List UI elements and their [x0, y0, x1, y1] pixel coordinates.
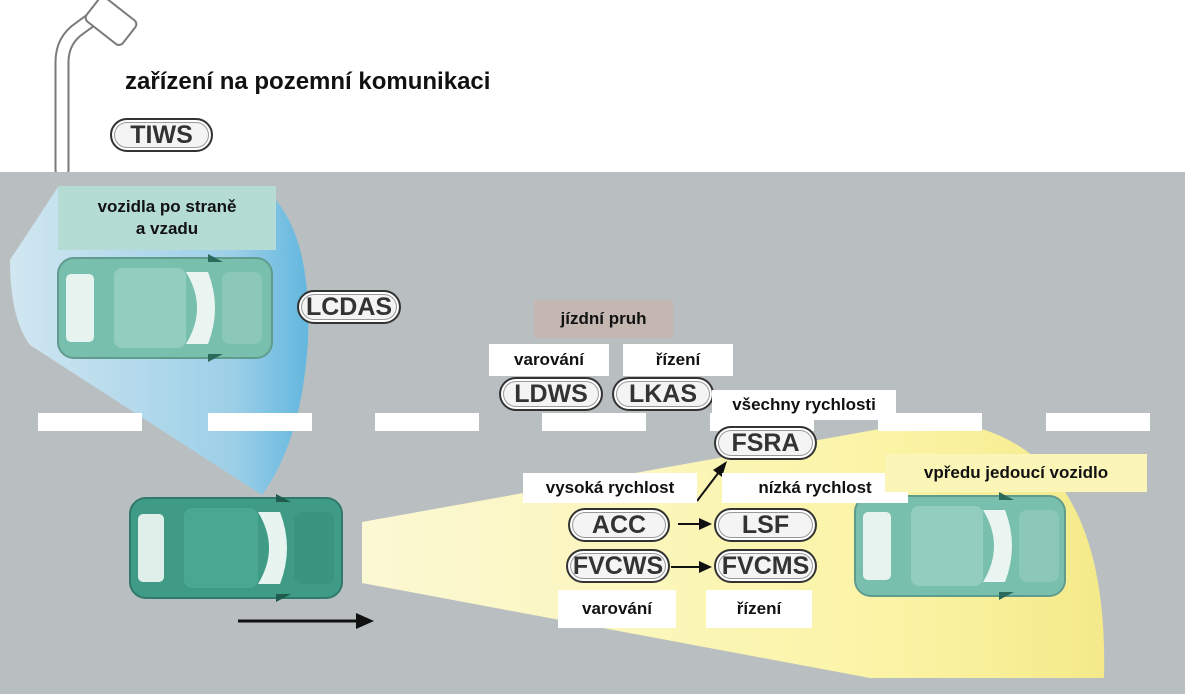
fvcms-pill: FVCMS — [714, 549, 817, 583]
acc-to-lsf-arrow-icon — [678, 518, 712, 530]
fvcws-pill: FVCWS — [566, 549, 670, 583]
side-vehicles-label-line1: vozidla po straně — [97, 197, 237, 216]
ldws-pill: LDWS — [499, 377, 603, 411]
front-control-label: řízení — [706, 590, 812, 628]
low-speed-label: nízká rychlost — [722, 473, 908, 503]
side-vehicles-label: vozidla po straně a vzadu — [58, 186, 276, 250]
front-warning-label: varování — [558, 590, 676, 628]
high-speed-label: vysoká rychlost — [523, 473, 697, 503]
all-speeds-label: všechny rychlosti — [712, 390, 896, 420]
lane-label: jízdní pruh — [534, 300, 673, 338]
vehicle-ahead-label: vpředu jedoucí vozidlo — [885, 454, 1147, 492]
lcdas-pill: LCDAS — [297, 290, 401, 324]
lead-vehicle — [854, 492, 1066, 600]
diagram-title: zařízení na pozemní komunikaci — [125, 68, 491, 95]
fsra-pill: FSRA — [714, 426, 817, 460]
direction-arrow-icon — [238, 613, 374, 629]
acc-pill: ACC — [568, 508, 670, 542]
lkas-pill: LKAS — [612, 377, 714, 411]
side-vehicle — [57, 254, 273, 362]
acc-to-fsra-arrow-icon — [696, 461, 727, 502]
lane-control-label: řízení — [623, 344, 733, 376]
fvcws-to-fvcms-arrow-icon — [671, 561, 712, 573]
street-lamp-icon — [54, 0, 138, 178]
lsf-pill: LSF — [714, 508, 817, 542]
lane-warning-label: varování — [489, 344, 609, 376]
tiws-pill: TIWS — [110, 118, 213, 152]
side-vehicles-label-line2: a vzadu — [135, 219, 199, 238]
own-vehicle — [129, 494, 343, 602]
